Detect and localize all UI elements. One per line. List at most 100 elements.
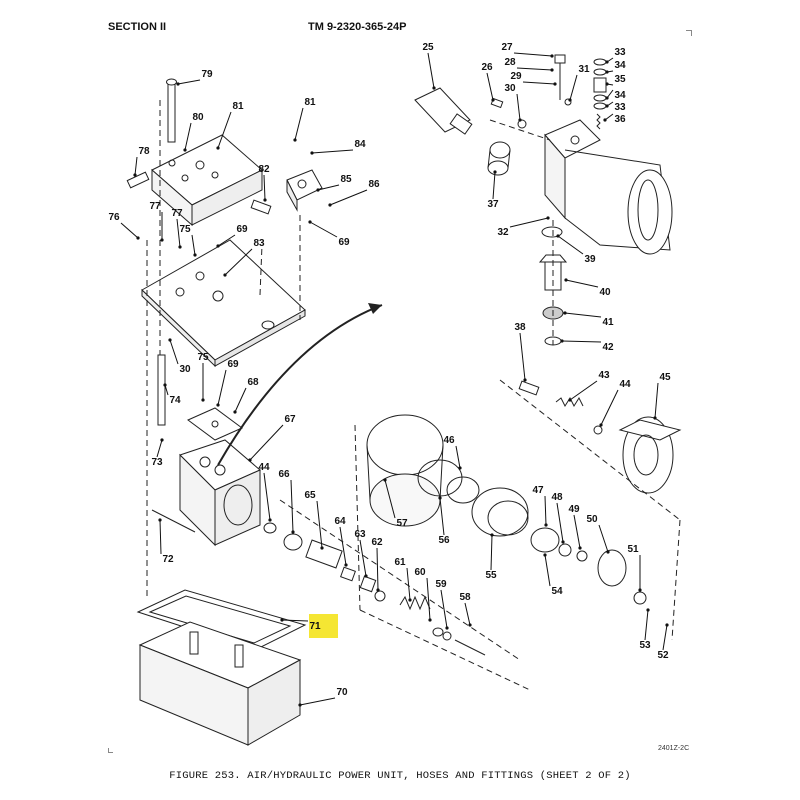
callout-label-44: 44: [619, 379, 631, 390]
callout-label-56: 56: [438, 535, 450, 546]
callout-arrowhead: [248, 458, 252, 462]
callout-arrowhead: [468, 623, 472, 627]
callout-arrowhead: [665, 623, 669, 627]
callout-leader: [490, 534, 493, 571]
callout-label-30: 30: [504, 83, 516, 94]
callout-label-34: 34: [614, 60, 626, 71]
callout-leader: [509, 217, 549, 228]
callout-label-37: 37: [487, 199, 499, 210]
callout-label-78: 78: [138, 146, 150, 157]
callout-arrowhead: [561, 540, 565, 544]
callout-label-69: 69: [338, 237, 350, 248]
callout-arrowhead: [638, 588, 642, 592]
callout-arrowhead: [133, 173, 137, 177]
callout-label-26: 26: [481, 62, 493, 73]
callout-label-75: 75: [197, 352, 209, 363]
callout-label-36: 36: [614, 114, 626, 125]
callout-leader: [519, 332, 526, 381]
washer-44: [593, 425, 603, 435]
callout-arrowhead: [376, 588, 380, 592]
section-label: SECTION II: [108, 21, 167, 33]
callout-leader: [565, 279, 599, 288]
callout-arrowhead: [605, 96, 609, 100]
callout-leader: [281, 619, 309, 622]
callout-arrowhead: [560, 339, 564, 343]
callout-arrowhead: [603, 118, 607, 122]
callout-label-29: 29: [510, 71, 522, 82]
callout-leader: [606, 89, 614, 99]
callout-leader: [234, 387, 247, 413]
callout-arrowhead: [605, 70, 609, 74]
callout-leader: [177, 79, 201, 85]
callout-label-79: 79: [201, 69, 213, 80]
callout-arrowhead: [293, 138, 297, 142]
callout-arrowhead: [291, 530, 295, 534]
callout-label-55: 55: [485, 570, 497, 581]
callout-leader: [440, 589, 448, 629]
callout-arrowhead: [563, 311, 567, 315]
callout-arrowhead: [216, 403, 220, 407]
direction-arrowhead: [368, 303, 382, 314]
callout-leader: [662, 624, 668, 651]
callout-label-27: 27: [501, 42, 513, 53]
callout-arrowhead: [223, 273, 227, 277]
callout-leader: [513, 52, 553, 57]
callout-label-84: 84: [354, 139, 366, 150]
valve-85: [286, 169, 323, 212]
callout-leader: [376, 547, 379, 591]
callout-label-77: 77: [171, 208, 183, 219]
callout-arrowhead: [599, 423, 603, 427]
callout-leader: [339, 526, 347, 566]
callout-label-69: 69: [227, 359, 239, 370]
manifold-block-80: [151, 134, 263, 227]
screw-82: [250, 199, 272, 215]
callout-leader: [557, 235, 584, 255]
callout-leader: [427, 52, 435, 89]
rings-56-46: [417, 459, 480, 504]
callout-arrowhead: [490, 533, 494, 537]
callout-label-86: 86: [368, 179, 380, 190]
callout-arrowhead: [364, 574, 368, 578]
callout-arrowhead: [216, 244, 220, 248]
drawing-code: 2401Z-2C: [658, 745, 690, 752]
callout-label-74: 74: [169, 395, 181, 406]
screw-38: [518, 380, 540, 396]
callout-leader: [309, 221, 338, 238]
callout-arrowhead: [268, 518, 272, 522]
callout-leader: [263, 472, 271, 521]
callout-arrowhead: [308, 220, 312, 224]
callout-leader: [604, 113, 614, 121]
callout-leader: [134, 156, 138, 176]
callout-leader: [522, 81, 556, 85]
callout-arrowhead: [518, 118, 522, 122]
callout-label-77: 77: [149, 201, 161, 212]
callout-label-57: 57: [396, 518, 408, 529]
highlight-box-71: [309, 614, 338, 638]
callout-leader: [217, 234, 236, 247]
callout-arrowhead: [163, 383, 167, 387]
piston-assembly: [530, 527, 647, 605]
callout-label-50: 50: [586, 514, 598, 525]
callout-leader: [561, 340, 602, 343]
bolt-78: [126, 171, 150, 189]
callout-leader: [317, 184, 340, 191]
callout-arrowhead: [544, 523, 548, 527]
callout-arrowhead: [568, 98, 572, 102]
fittings-39-42: [538, 226, 568, 346]
callout-label-35: 35: [614, 74, 626, 85]
callout-label-40: 40: [599, 287, 611, 298]
callout-arrowhead: [160, 438, 164, 442]
callout-label-73: 73: [151, 457, 163, 468]
callout-label-60: 60: [414, 567, 426, 578]
callout-label-52: 52: [657, 650, 669, 661]
callout-label-62: 62: [371, 537, 383, 548]
callout-arrowhead: [432, 86, 436, 90]
parts-58-60: [432, 627, 486, 656]
callout-leader: [191, 234, 196, 256]
valve-stack: [263, 522, 386, 602]
callout-label-81: 81: [232, 101, 244, 112]
callout-leader: [311, 149, 354, 154]
end-cover-45: [618, 416, 682, 494]
callout-arrowhead: [568, 398, 572, 402]
